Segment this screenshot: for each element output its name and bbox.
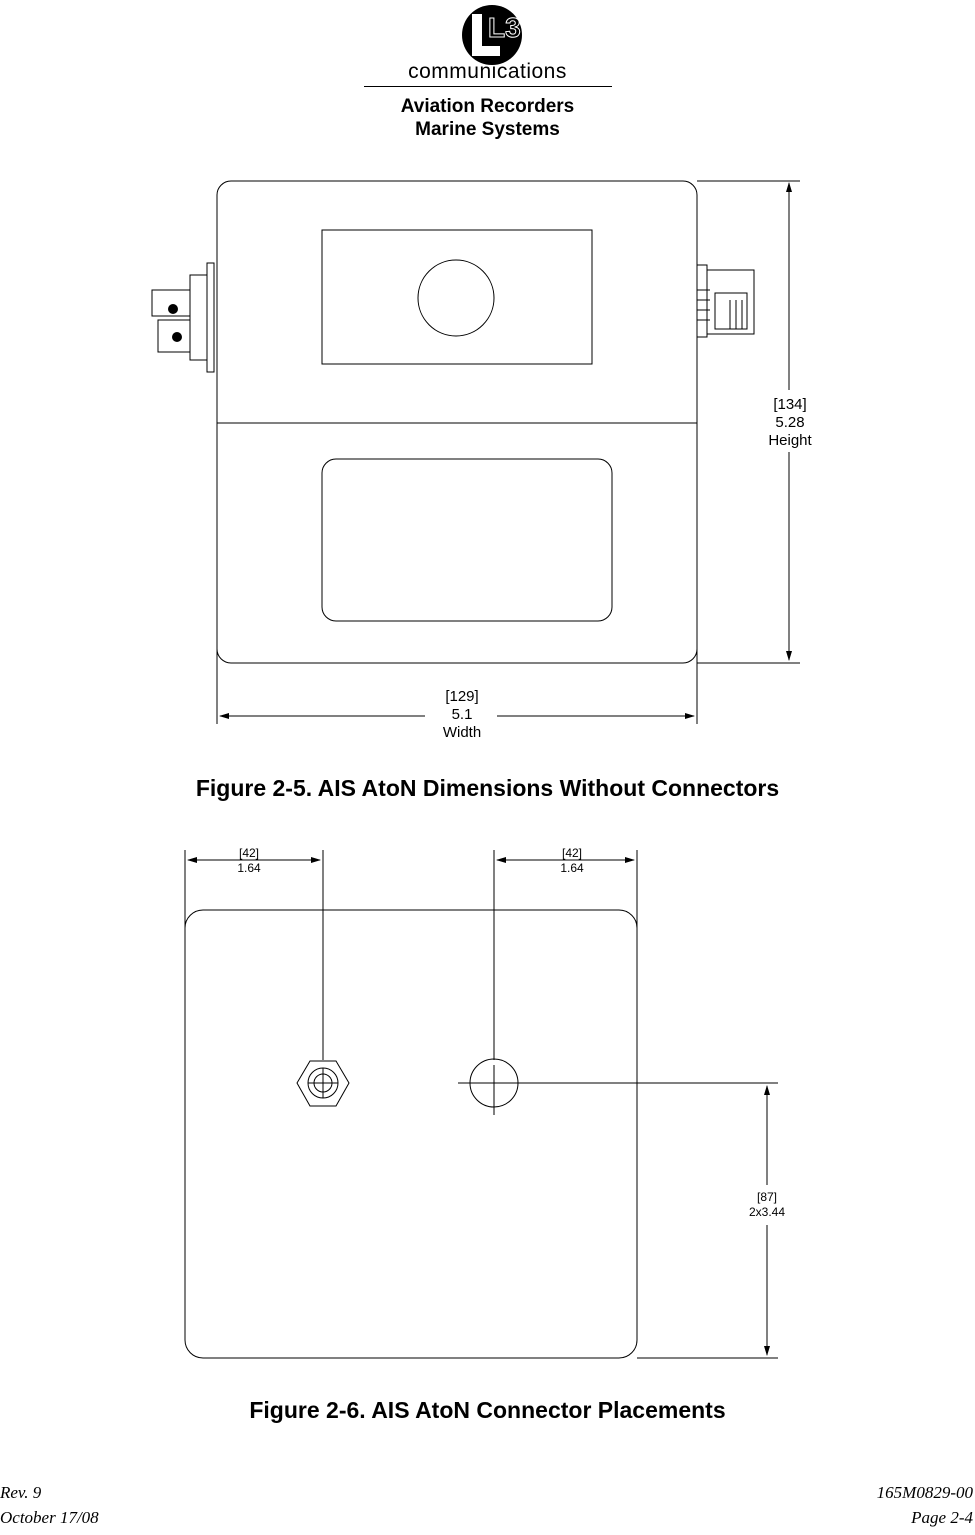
panel-outline xyxy=(184,909,638,1359)
label-plate xyxy=(321,458,613,622)
footer-page-number: Page 2-4 xyxy=(911,1508,973,1527)
hex-nut xyxy=(296,1060,350,1107)
footer-revision: Rev. 9 xyxy=(0,1483,42,1502)
connector-pin-dot xyxy=(168,304,178,314)
footer-doc-number: 165M0829-00 xyxy=(876,1483,973,1502)
indicator-circle xyxy=(417,259,495,337)
height-label: Height xyxy=(768,432,812,449)
width-mm: [129] xyxy=(445,688,479,705)
right-offset-mm: [42] xyxy=(561,846,582,860)
vertical-offset-inch: 2x3.44 xyxy=(748,1205,786,1219)
display-window xyxy=(321,229,593,365)
height-mm: [134] xyxy=(773,396,807,413)
vertical-offset-label: [87] 2x3.44 xyxy=(727,1190,807,1220)
logo-wordmark: communications xyxy=(408,60,567,83)
width-inch: 5.1 xyxy=(451,706,473,723)
header-logo: L3 communications Aviation Recorders Mar… xyxy=(360,0,615,150)
logo-text: L3 xyxy=(488,12,522,44)
height-inch: 5.28 xyxy=(775,414,805,431)
vertical-offset-mm: [87] xyxy=(756,1190,777,1204)
height-dimension-label: [134] 5.28 Height xyxy=(750,396,830,450)
width-label: Width xyxy=(442,724,482,741)
right-offset-label: [42] 1.64 xyxy=(537,846,607,876)
left-offset-inch: 1.64 xyxy=(237,861,261,875)
header-line1: Aviation Recorders xyxy=(400,96,575,117)
figure5-caption: Figure 2-5. AIS AtoN Dimensions Without … xyxy=(195,775,780,801)
logo-divider xyxy=(364,86,612,87)
left-offset-mm: [42] xyxy=(238,846,259,860)
left-offset-label: [42] 1.64 xyxy=(214,846,284,876)
l3-logo-icon xyxy=(462,5,522,65)
footer-date: October 17/08 xyxy=(0,1508,99,1527)
width-dimension-label: [129] 5.1 Width xyxy=(422,688,502,742)
connector-pin-dot xyxy=(172,332,182,342)
housing-outline xyxy=(216,180,698,664)
header-line2: Marine Systems xyxy=(415,119,560,140)
figure6-caption: Figure 2-6. AIS AtoN Connector Placement… xyxy=(249,1397,726,1423)
right-offset-inch: 1.64 xyxy=(560,861,584,875)
